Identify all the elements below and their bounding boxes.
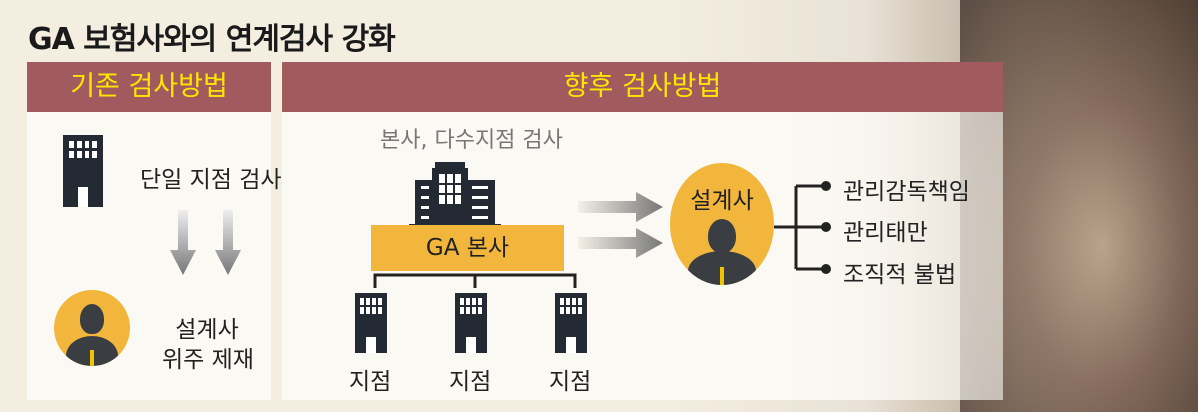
inspection-label: 단일 지점 검사 <box>140 167 282 193</box>
page-title: GA 보험사와의 연계검사 강화 <box>28 22 396 57</box>
panel-header: 향후 검사방법 <box>282 62 1003 112</box>
org-connector <box>373 273 577 288</box>
outcome-item: 관리태만 <box>843 220 928 246</box>
outcome-item: 조직적 불법 <box>843 262 957 288</box>
agent-avatar-icon: 설계사 <box>670 163 774 285</box>
agent-avatar-icon <box>54 290 130 366</box>
right-arrows-icon <box>578 192 663 258</box>
hq-box: GA 본사 <box>371 225 564 271</box>
branch-building-icon <box>455 293 487 353</box>
result-line-2: 위주 제재 <box>162 347 254 373</box>
outcome-connector <box>774 181 831 274</box>
agent-label: 설계사 <box>690 188 754 214</box>
panel-header: 기존 검사방법 <box>27 62 271 112</box>
branch-building-icon <box>63 135 103 207</box>
branch-label: 지점 <box>349 369 392 395</box>
branch-label: 지점 <box>549 369 592 395</box>
branch-label: 지점 <box>449 369 492 395</box>
result-line-1: 설계사 <box>175 317 239 343</box>
branch-building-icon <box>355 293 387 353</box>
branch-building-icon <box>555 293 587 353</box>
headquarters-building-icon <box>409 162 501 228</box>
subtitle: 본사, 다수지점 검사 <box>380 128 563 153</box>
down-arrows-icon <box>170 210 241 275</box>
outcome-item: 관리감독책임 <box>843 179 970 205</box>
